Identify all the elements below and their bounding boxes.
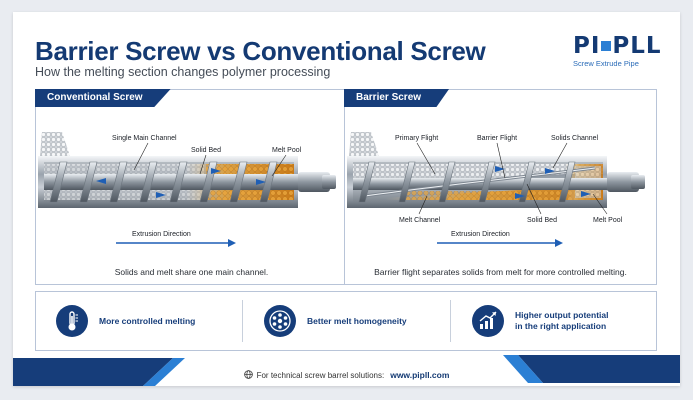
flow-arrows bbox=[495, 166, 591, 199]
barrier-screw-panel: Barrier Screw bbox=[344, 89, 657, 285]
infographic-card: Barrier Screw vs Conventional Screw How … bbox=[13, 12, 680, 386]
extrusion-direction-arrow bbox=[116, 239, 236, 247]
label-extrusion-direction: Extrusion Direction bbox=[132, 231, 191, 238]
benefit-divider bbox=[450, 300, 451, 342]
label-primary-flight: Primary Flight bbox=[395, 135, 438, 142]
globe-icon bbox=[243, 370, 253, 379]
label-melt-pool: Melt Pool bbox=[272, 147, 302, 154]
conventional-screw-panel: Conventional Screw bbox=[35, 89, 348, 285]
conventional-screw-diagram: Single Main Channel Solid Bed Melt Pool … bbox=[38, 132, 336, 247]
benefits-row: More controlled melting Better melt homo… bbox=[35, 291, 657, 351]
primary-flights bbox=[358, 161, 576, 203]
page-subtitle: How the melting section changes polymer … bbox=[35, 65, 331, 79]
label-solid-bed: Solid Bed bbox=[191, 147, 221, 154]
label-melt-pool: Melt Pool bbox=[593, 217, 623, 224]
flow-arrows bbox=[96, 168, 266, 198]
logo-tagline: Screw Extrude Pipe bbox=[573, 59, 639, 68]
footer-band bbox=[13, 355, 680, 386]
solids-channel-region bbox=[353, 164, 603, 180]
hopper-pellets bbox=[40, 132, 70, 156]
barrier-screw-tab: Barrier Screw bbox=[344, 89, 450, 107]
extrusion-direction-arrow bbox=[437, 239, 563, 247]
footer-text: For technical screw barrel solutions: bbox=[256, 371, 385, 380]
footer-url-link[interactable]: www.pipll.com bbox=[390, 370, 450, 380]
growth-chart-icon bbox=[472, 305, 504, 337]
benefit-controlled-melting: More controlled melting bbox=[56, 292, 195, 350]
label-single-main-channel: Single Main Channel bbox=[112, 135, 177, 142]
label-melt-channel: Melt Channel bbox=[399, 217, 441, 224]
thermometer-icon bbox=[56, 305, 88, 337]
benefit-output-potential: Higher output potential in the right app… bbox=[472, 292, 609, 350]
logo-square-icon bbox=[601, 41, 612, 51]
barrier-caption: Barrier flight separates solids from mel… bbox=[374, 267, 627, 277]
page-title: Barrier Screw vs Conventional Screw bbox=[35, 36, 486, 66]
melt-pellets-icon bbox=[264, 305, 296, 337]
benefit-melt-homogeneity: Better melt homogeneity bbox=[264, 292, 407, 350]
label-extrusion-direction: Extrusion Direction bbox=[451, 231, 510, 238]
label-solid-bed: Solid Bed bbox=[527, 217, 557, 224]
hopper-pellets bbox=[349, 132, 379, 156]
barrier-screw-diagram: Primary Flight Barrier Flight Solids Cha… bbox=[347, 132, 645, 247]
benefit-divider bbox=[242, 300, 243, 342]
label-barrier-flight: Barrier Flight bbox=[477, 135, 517, 142]
footer-contact: For technical screw barrel solutions: www… bbox=[13, 370, 680, 380]
label-solids-channel: Solids Channel bbox=[551, 135, 599, 142]
conventional-caption: Solids and melt share one main channel. bbox=[114, 267, 269, 277]
conventional-screw-tab: Conventional Screw bbox=[35, 89, 171, 107]
